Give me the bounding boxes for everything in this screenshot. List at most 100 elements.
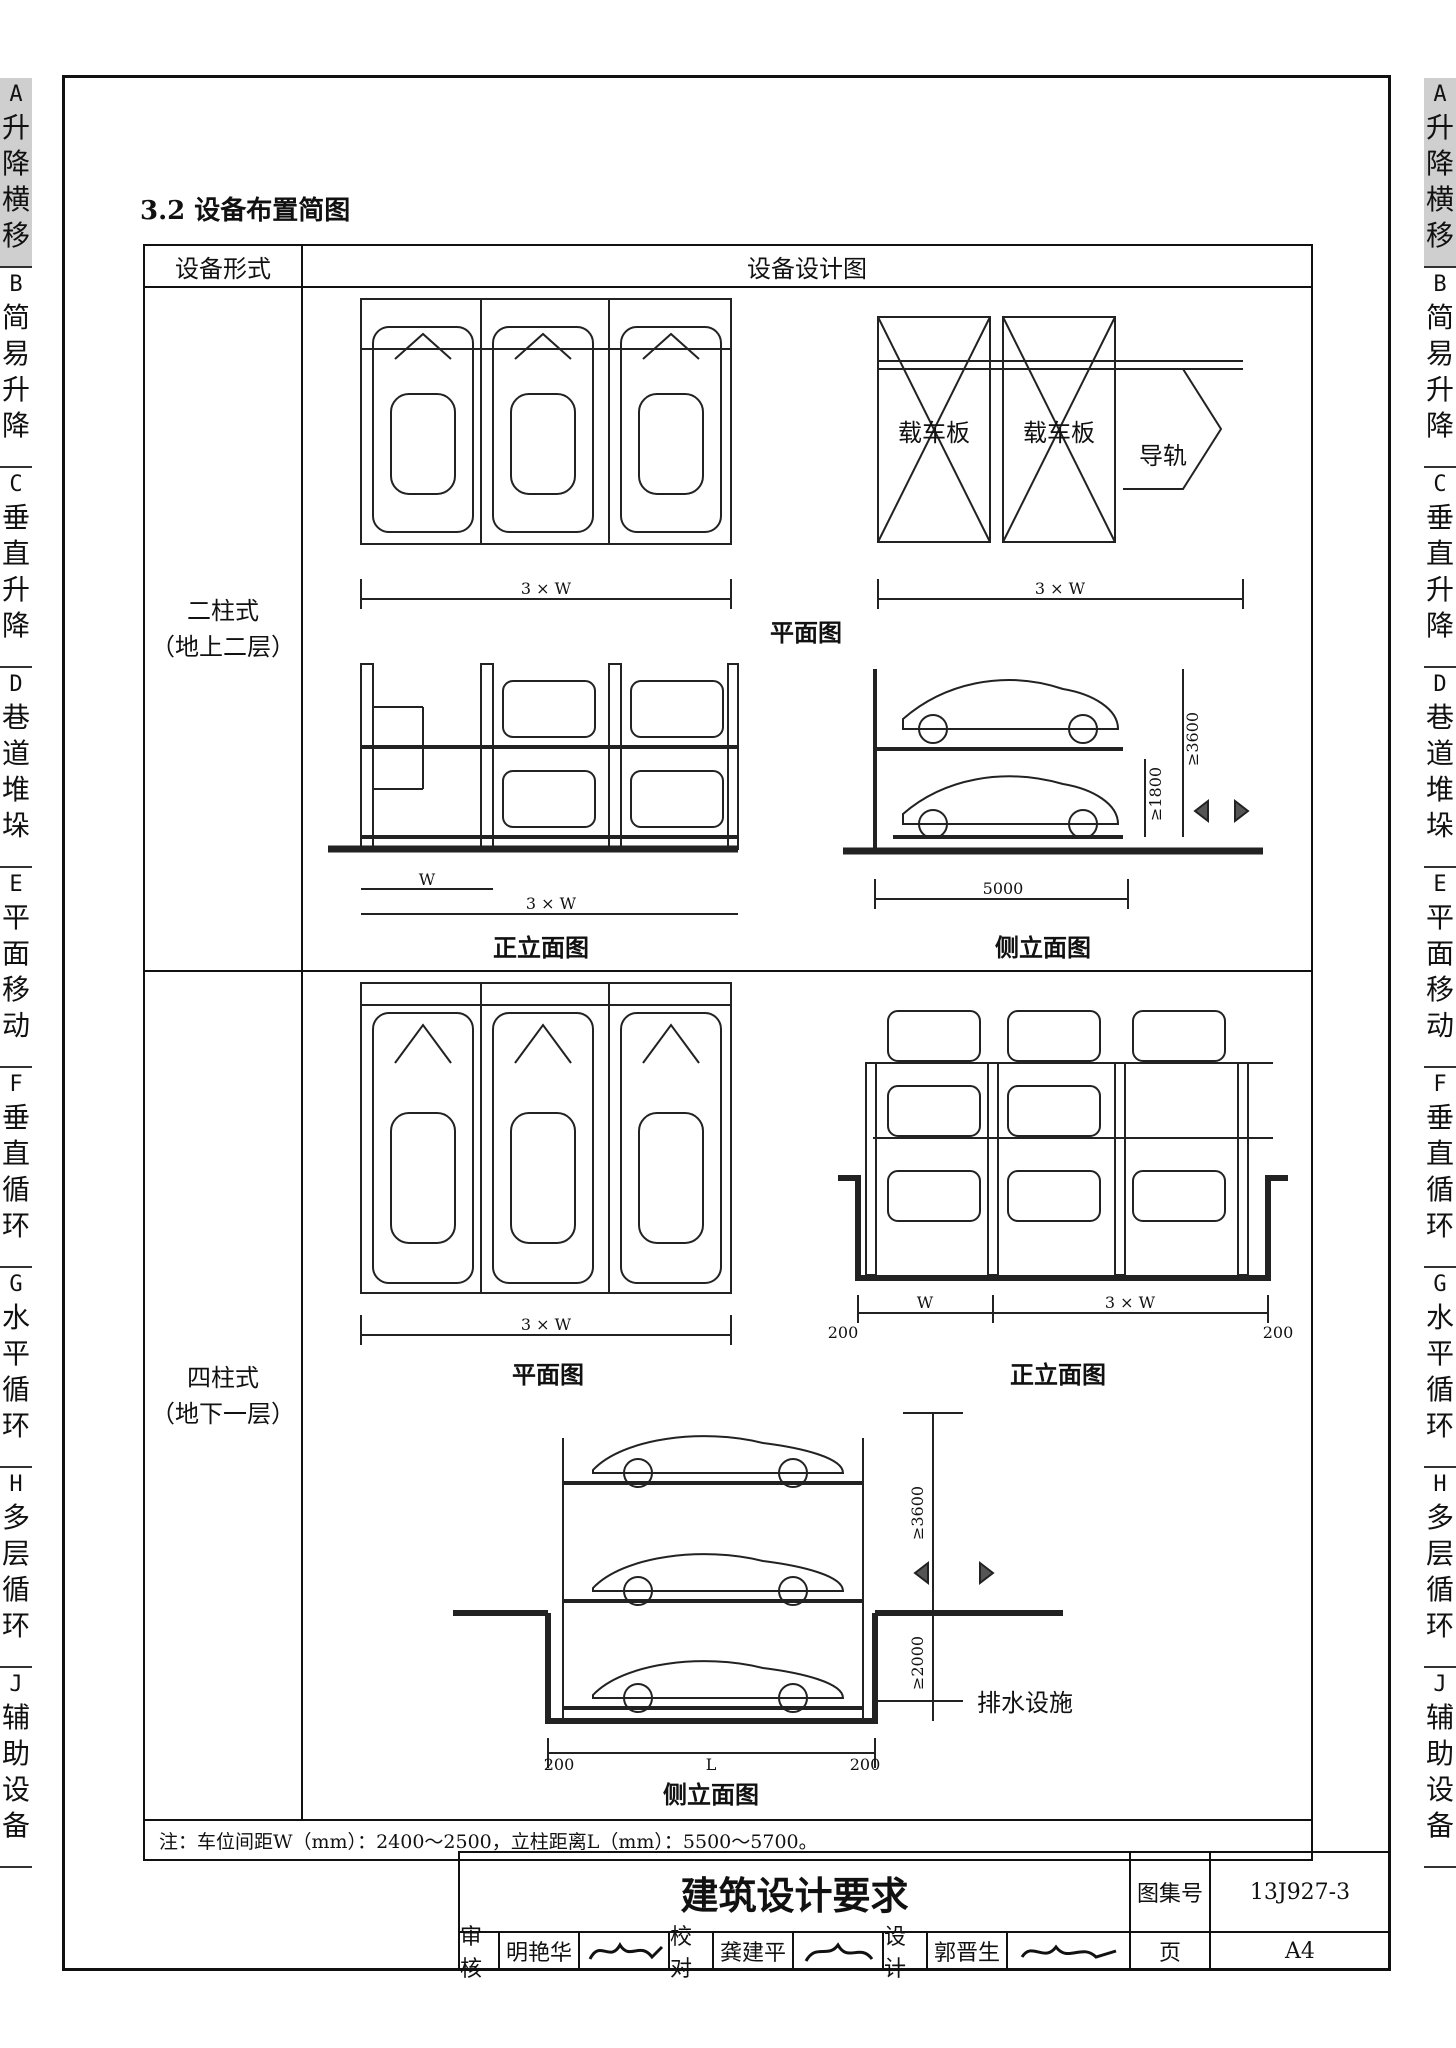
tab-char: 升 xyxy=(1425,111,1454,144)
tab-char: 辅 xyxy=(1,1701,30,1734)
tab-char: 设 xyxy=(1,1773,30,1806)
tab-code: D xyxy=(9,672,23,697)
tab-code: C xyxy=(1433,472,1447,497)
equipment-layout-table: 设备形式 设备设计图 二柱式 （地上二层） xyxy=(143,244,1313,1861)
four-post-side-label: 侧立面图 xyxy=(663,1781,759,1809)
tab-char: 堆 xyxy=(1425,773,1454,806)
side-dim-2000: ≥2000 xyxy=(908,1636,927,1690)
tab-char: 动 xyxy=(1425,1009,1454,1042)
tab-char: 环 xyxy=(1425,1409,1454,1442)
designer-signature xyxy=(1006,1931,1131,1971)
tab-char: 道 xyxy=(1,737,30,770)
tab-char: 环 xyxy=(1425,1609,1454,1642)
title-block: 建筑设计要求 图集号 13J927-3 审核 明艳华 校对 龚建平 设计 郭晋生… xyxy=(458,1851,1391,1982)
tab-char: 设 xyxy=(1425,1773,1454,1806)
tab-char: 面 xyxy=(1425,937,1454,970)
plan2-car-board-2: 载车板 xyxy=(1023,419,1095,447)
tab-char: 移 xyxy=(1425,973,1454,1006)
tab-code: F xyxy=(9,1072,23,1097)
front-dim-3w: 3 × W xyxy=(1105,1293,1156,1312)
tab-char: 移 xyxy=(1425,219,1454,252)
check-label: 校对 xyxy=(668,1925,714,1982)
tab-char: 水 xyxy=(1,1301,30,1334)
section-title: 3.2 设备布置简图 xyxy=(140,196,351,226)
tab-code: H xyxy=(1433,1472,1447,1497)
tab-char: 垂 xyxy=(1425,501,1454,534)
page-label: 页 xyxy=(1129,1931,1211,1971)
tab-code: J xyxy=(1433,1672,1447,1697)
tab-code: B xyxy=(1433,272,1447,297)
tab-char: 升 xyxy=(1425,573,1454,606)
tab-char: 多 xyxy=(1,1501,30,1534)
tab-char: 垂 xyxy=(1,1101,30,1134)
front-dim-w: W xyxy=(917,1293,934,1312)
tab-char: 循 xyxy=(1425,1373,1454,1406)
tab-char: 降 xyxy=(1425,147,1454,180)
two-post-plan-label: 平面图 xyxy=(770,619,842,647)
tab-char: 环 xyxy=(1,1409,30,1442)
tab-char: 升 xyxy=(1,111,30,144)
tab-char: 道 xyxy=(1425,737,1454,770)
tab-char: 升 xyxy=(1,573,30,606)
two-post-drawing: 3 × W 3 × W W 3 × W 5000 ≥3600 ≥1800 载车板… xyxy=(328,298,1263,962)
tab-code: E xyxy=(1433,872,1447,897)
tab-char: 降 xyxy=(1,147,30,180)
tab-char: 助 xyxy=(1,1737,30,1770)
tab-char: 垛 xyxy=(1425,809,1454,842)
checker-signature xyxy=(792,1931,884,1971)
tab-char: 升 xyxy=(1425,373,1454,406)
front-dim-w: W xyxy=(419,870,436,889)
plan-dim-3w: 3 × W xyxy=(521,1315,572,1334)
tab-char: 降 xyxy=(1425,609,1454,642)
tab-char: 动 xyxy=(1,1009,30,1042)
tab-char: 备 xyxy=(1425,1809,1454,1842)
atlas-number: 13J927-3 xyxy=(1209,1851,1391,1933)
tab-char: 垂 xyxy=(1425,1101,1454,1134)
tab-char: 多 xyxy=(1425,1501,1454,1534)
tab-code: C xyxy=(9,472,23,497)
tab-char: 横 xyxy=(1425,183,1454,216)
side-dim-1800: ≥1800 xyxy=(1146,767,1165,821)
note-row: 注：车位间距W（mm）：2400～2500，立柱距离L（mm）：5500～570… xyxy=(143,1819,1313,1861)
tab-char: 备 xyxy=(1,1809,30,1842)
tab-code: A xyxy=(1433,82,1447,107)
tab-code: H xyxy=(9,1472,23,1497)
tab-char: 直 xyxy=(1425,1137,1454,1170)
tab-char: 环 xyxy=(1,1609,30,1642)
tab-char: 易 xyxy=(1425,337,1454,370)
row-four-post-form: 四柱式 （地下一层） xyxy=(143,970,303,1821)
tab-char: 移 xyxy=(1,219,30,252)
tab-char: 直 xyxy=(1,1137,30,1170)
drawing-title: 建筑设计要求 xyxy=(458,1851,1131,1933)
atlas-label: 图集号 xyxy=(1129,1851,1211,1933)
tab-char: 易 xyxy=(1,337,30,370)
front-dim-3w: 3 × W xyxy=(526,894,577,913)
designer-name: 郭晋生 xyxy=(926,1931,1008,1971)
side-dim-200-right: 200 xyxy=(850,1755,881,1774)
tab-char: 简 xyxy=(1425,301,1454,334)
tab-char: 助 xyxy=(1425,1737,1454,1770)
tab-code: B xyxy=(9,272,23,297)
side-dim-3600: ≥3600 xyxy=(908,1486,927,1540)
tab-char: 垂 xyxy=(1,501,30,534)
design-label: 设计 xyxy=(882,1925,928,1982)
tab-char: 循 xyxy=(1425,1573,1454,1606)
